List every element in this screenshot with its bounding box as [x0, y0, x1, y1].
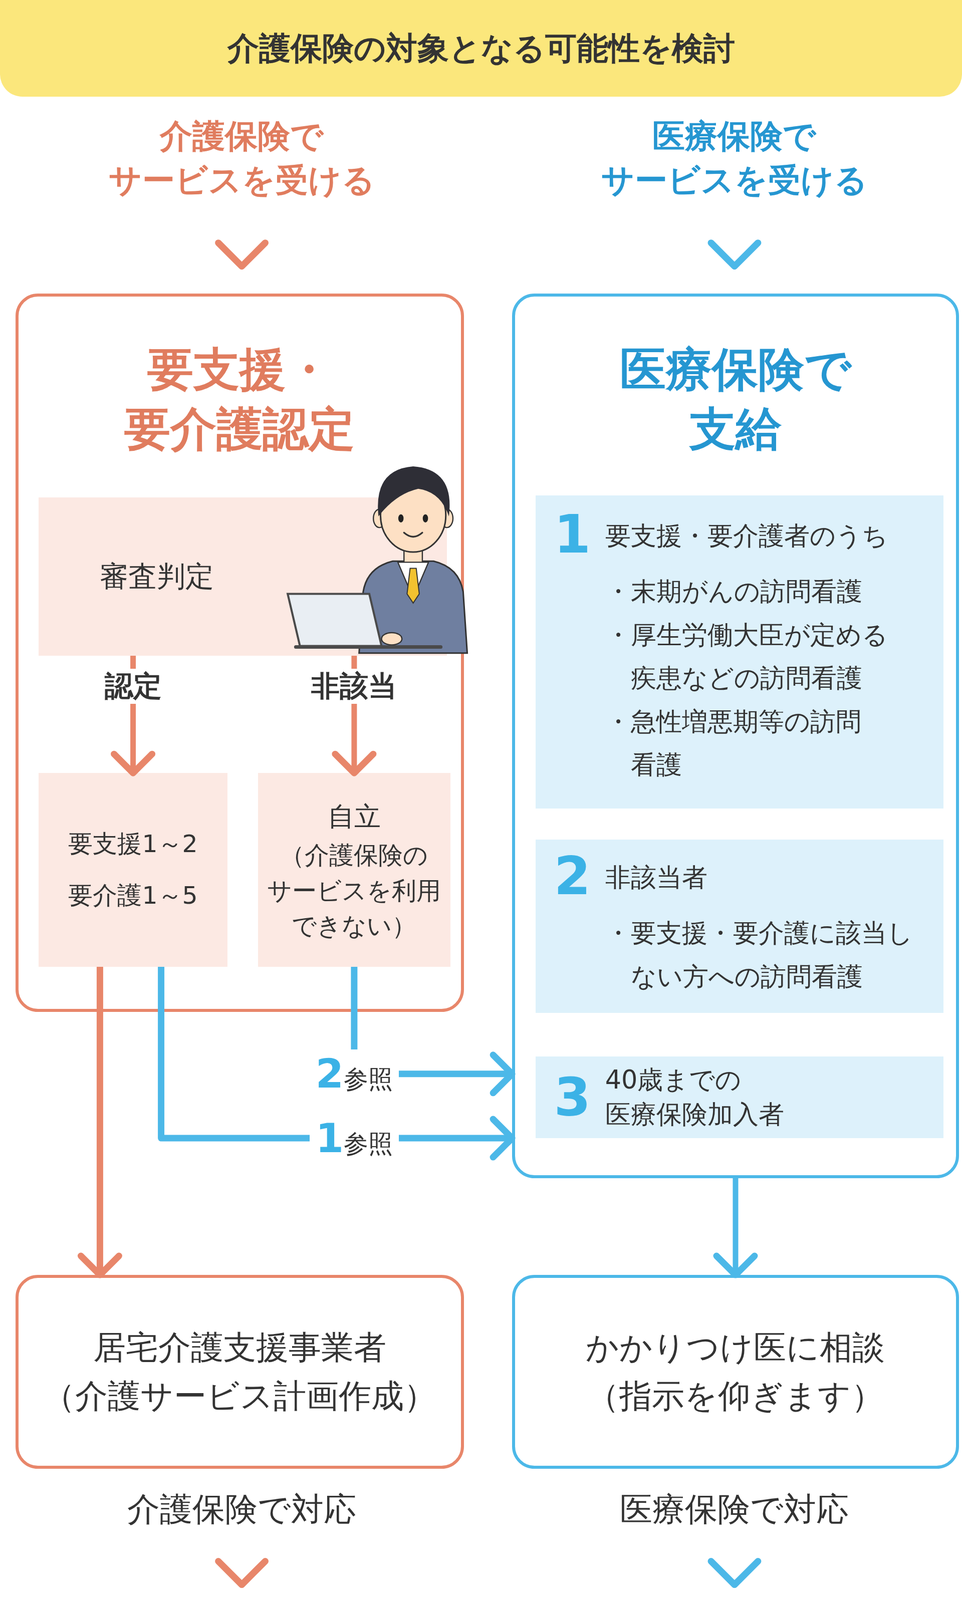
section-number: 2	[553, 849, 591, 903]
ear	[440, 509, 453, 528]
edge-label: 認定	[98, 668, 168, 704]
section-box: 1 要支援・要介護者のうち・末期がんの訪問看護・厚生労働大臣が定める 疾患などの訪…	[535, 495, 944, 809]
process-box: 審査判定	[38, 497, 447, 656]
process-box: 居宅介護支援事業者 （介護サービス計画作成）	[15, 1275, 465, 1470]
process-box: かかりつけ医に相談 （指示を仰ぎます）	[512, 1275, 959, 1470]
edge-label: 1参照	[309, 1114, 400, 1163]
bullet-item: ・厚生労働大臣が定める 疾患などの訪問看護	[605, 613, 901, 701]
connector	[732, 1178, 739, 1276]
hair	[377, 466, 450, 517]
laptop-screen	[287, 594, 382, 647]
title-band: 介護保険の対象となる可能性を検討	[0, 0, 962, 97]
section-box: 2 非該当者・要支援・要介護に該当し ない方への訪問看護	[535, 839, 944, 1014]
chevron	[218, 1561, 266, 1586]
section-number: 3	[553, 1071, 591, 1125]
box-text: 要支援1～2 要介護1～5	[51, 818, 215, 922]
chevron	[710, 243, 759, 267]
result-label: 医療保険で対応	[619, 1487, 849, 1532]
panel-heading: 要支援・ 要介護認定	[107, 339, 373, 459]
connector	[96, 967, 104, 1276]
edge-label: 2参照	[309, 1049, 400, 1099]
laptop-base	[295, 645, 441, 649]
hand	[381, 632, 402, 645]
tie	[406, 568, 419, 604]
bullet-item: ・要支援・要介護に該当し ない方への訪問看護	[605, 911, 922, 999]
edge-label: 非該当	[305, 668, 403, 704]
shirt	[397, 562, 429, 598]
section-heading: 非該当者	[605, 859, 708, 896]
bullet-item: ・急性増悪期等の訪問 看護	[605, 700, 901, 788]
box-heading: 自立	[327, 795, 381, 839]
outer-panel: 医療保険で 支給1 要支援・要介護者のうち・末期がんの訪問看護・厚生労働大臣が定め…	[512, 293, 959, 1178]
result-box: 要支援1～2 要介護1～5	[38, 773, 228, 968]
box-text: 審査判定	[99, 556, 214, 597]
section-body: 40歳までの 医療保険加入者	[605, 1063, 810, 1132]
box-text: （介護保険の サービスを利用 できない）	[264, 838, 444, 945]
result-label: 介護保険で対応	[127, 1487, 357, 1532]
face	[380, 478, 446, 553]
section-heading: 要支援・要介護者のうち	[605, 518, 888, 554]
section-body: 非該当者・要支援・要介護に該当し ない方への訪問看護	[605, 849, 922, 999]
ear	[373, 509, 386, 528]
panel-heading: 医療保険で 支給	[602, 339, 868, 459]
connector	[161, 967, 513, 1139]
column-heading: 医療保険で サービスを受ける	[591, 114, 878, 203]
eye	[422, 514, 429, 523]
chevron	[710, 1561, 759, 1586]
outer-panel: 要支援・ 要介護認定審査判定要支援1～2 要介護1～5 自立（介護保険の サービス…	[15, 293, 465, 1012]
box-text: 居宅介護支援事業者 （介護サービス計画作成）	[35, 1323, 444, 1421]
neck	[403, 543, 423, 566]
column-heading: 介護保険で サービスを受ける	[98, 114, 385, 203]
mouth	[403, 532, 423, 537]
chevron	[218, 243, 266, 267]
section-number: 1	[553, 508, 591, 562]
office-worker-illustration	[287, 466, 467, 654]
section-body: 要支援・要介護者のうち・末期がんの訪問看護・厚生労働大臣が定める 疾患などの訪問…	[605, 508, 901, 788]
eye	[398, 514, 404, 523]
section-heading: 40歳までの 医療保険加入者	[605, 1063, 810, 1132]
section-box: 3 40歳までの 医療保険加入者	[535, 1056, 944, 1139]
suit	[359, 561, 468, 653]
bullet-item: ・末期がんの訪問看護	[605, 570, 901, 614]
box-text: かかりつけ医に相談 （指示を仰ぎます）	[577, 1323, 894, 1421]
result-box: 自立（介護保険の サービスを利用 できない）	[258, 773, 451, 968]
